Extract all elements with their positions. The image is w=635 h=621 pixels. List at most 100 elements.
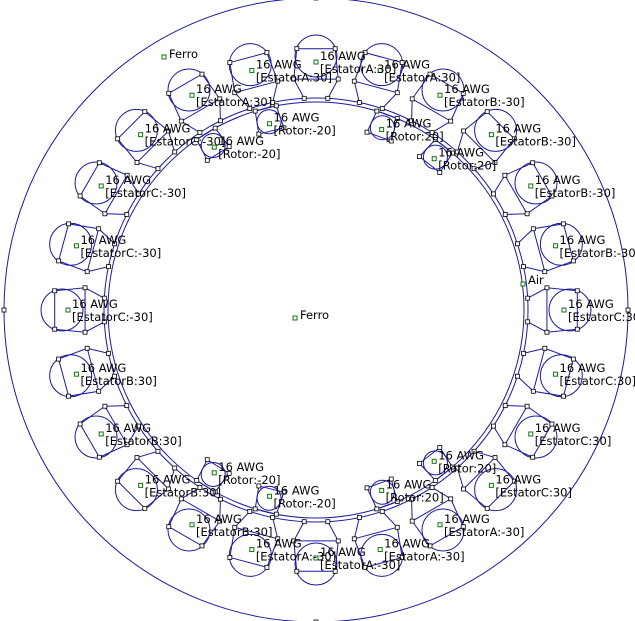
stator-slot-divider	[354, 526, 398, 540]
stator-block-label-marker	[138, 132, 144, 138]
stator-circuit-label: [EstatorC:30]	[560, 374, 635, 388]
rotor-circuit-label: [Rotor:-20]	[274, 496, 336, 510]
rotor-circuit-label: [Rotor:-20]	[218, 473, 280, 487]
rotor-wire-label: 16 AWG	[438, 146, 484, 160]
stator-slot-divider	[411, 498, 451, 522]
block-label-gap-marker	[520, 281, 526, 287]
rotor-wire-label: 16 AWG	[386, 477, 432, 491]
rotor-wire-label: 16 AWG	[218, 134, 264, 148]
stator-circuit-label: [EstatorC:30]	[495, 485, 572, 499]
stator-slot-outline	[168, 486, 221, 547]
stator-slot-divider	[136, 457, 169, 490]
stator-slot-outline	[293, 48, 339, 99]
slot-node	[530, 454, 536, 460]
stator-slot	[293, 34, 339, 99]
stator-slot-outline	[58, 223, 115, 273]
stator-wire-label: 16 AWG	[320, 49, 366, 63]
slot-node	[96, 454, 102, 460]
slot-node	[227, 555, 233, 560]
slot-node	[264, 50, 270, 56]
slot-node	[570, 258, 576, 264]
rotor-block-label-marker	[267, 121, 273, 127]
rotor-coil-boundary	[200, 462, 226, 488]
slot-node	[521, 264, 526, 270]
slot-node	[544, 329, 550, 335]
rotor-coil-boundary	[369, 115, 395, 141]
slot-node	[101, 319, 107, 325]
slot-node	[106, 264, 111, 270]
stator-slot-outline	[492, 162, 553, 215]
stator-slot-divider	[86, 348, 100, 392]
slot-node	[388, 476, 394, 482]
rotor-circuit-label: [Rotor:-20]	[274, 124, 336, 138]
stator-coil-boundary	[548, 288, 592, 332]
stator-slot	[411, 68, 465, 134]
slot-node	[356, 515, 362, 520]
slot-node	[525, 295, 531, 301]
slot-node	[112, 373, 118, 379]
slot-node	[106, 350, 111, 356]
slot-node	[374, 108, 380, 114]
stator-coil-boundary	[74, 161, 118, 205]
stator-block-label-marker	[528, 431, 534, 437]
stator-wire-label: 16 AWG	[495, 122, 541, 136]
stator-block-label-marker	[98, 431, 104, 437]
slot-node	[142, 109, 148, 115]
slot-node	[294, 568, 300, 574]
slot-node	[561, 393, 566, 399]
slot-node	[511, 478, 517, 484]
stator-block-label-marker	[249, 547, 255, 553]
stator-coil-boundary	[294, 34, 338, 78]
slot-node	[409, 518, 415, 524]
stator-wire-label: 16 AWG	[80, 361, 126, 375]
slot-node	[301, 95, 307, 101]
stator-slot	[114, 450, 176, 512]
slot-node	[454, 465, 460, 471]
stator-coil-boundary	[40, 288, 84, 332]
slot-node	[52, 326, 58, 332]
stator-coil-boundary	[474, 108, 518, 152]
slot-node	[502, 172, 508, 178]
stator-wire-label: 16 AWG	[444, 82, 490, 96]
stator-wire-label: 16 AWG	[384, 537, 430, 551]
stator-block-label-marker	[488, 132, 494, 138]
slot-node	[124, 442, 130, 448]
slot-node	[199, 543, 205, 549]
slot-node	[197, 484, 203, 490]
slot-node	[247, 508, 253, 514]
stator-slot-divider	[463, 130, 496, 163]
rotor-circuit-label: [Rotor:20]	[386, 490, 444, 504]
stator-circuit-label: [EstatorA:-30]	[320, 558, 400, 572]
stator-slot-outline	[353, 511, 403, 568]
slot-node	[115, 136, 121, 142]
slot-node	[394, 116, 400, 121]
outer-boundary-node	[625, 307, 631, 313]
slot-node	[394, 524, 400, 530]
rotor-wire-label: 16 AWG	[218, 460, 264, 474]
slot-node	[82, 329, 88, 335]
stator-slot-divider	[532, 228, 546, 272]
slot-node	[256, 483, 262, 489]
stator-slot-divider	[234, 526, 278, 540]
stator-wire-label: 16 AWG	[320, 545, 366, 559]
slot-node	[56, 356, 62, 362]
slot-node	[136, 191, 142, 197]
slot-node	[379, 106, 385, 112]
slot-node	[142, 505, 148, 511]
slot-node	[232, 90, 238, 96]
stator-slot-divider	[104, 175, 128, 215]
stator-slot	[527, 287, 592, 333]
slot-node	[450, 464, 455, 470]
slot-node	[256, 131, 262, 137]
stator-slot-outline	[411, 73, 464, 134]
stator-circuit-label: [EstatorA:30]	[196, 95, 272, 109]
rotor-block-label-marker	[431, 156, 437, 162]
slot-node	[77, 193, 83, 199]
slot-node	[379, 508, 385, 514]
stator-block-label-marker	[138, 482, 144, 488]
stator-slot-divider	[463, 457, 496, 490]
stator-circuit-label: [EstatorA:30]	[384, 70, 460, 84]
stator-slot-divider	[86, 228, 100, 272]
slot-node	[356, 100, 362, 105]
